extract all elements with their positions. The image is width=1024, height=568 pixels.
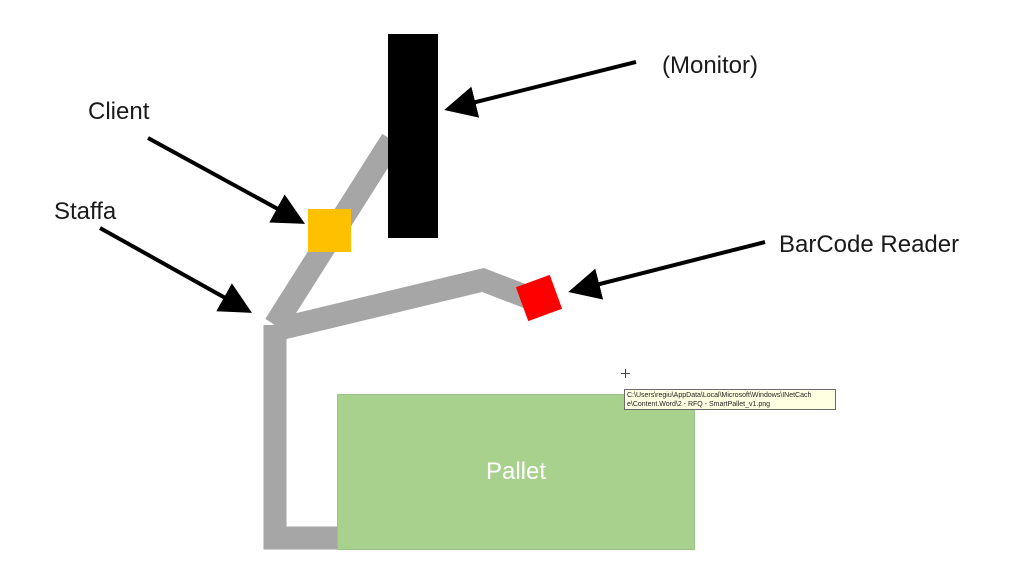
- pallet-box: Pallet: [337, 394, 695, 550]
- barcode-reader-arrow: [568, 240, 766, 300]
- monitor-arrow: [444, 60, 637, 118]
- client-box: [308, 209, 351, 252]
- pallet-label: Pallet: [485, 458, 547, 485]
- file-path-tooltip: C:\Users\regiu\AppData\Local\Microsoft\W…: [624, 389, 836, 410]
- client-label: Client: [88, 98, 150, 125]
- staffa-vertical-base: [263, 325, 337, 550]
- barcode-reader-box: [515, 274, 563, 322]
- client-arrow: [147, 136, 306, 224]
- staffa-reader-arm: [272, 267, 540, 342]
- crosshair-move-cursor-icon: [621, 369, 630, 378]
- monitor-shape: [388, 34, 438, 238]
- monitor-label: (Monitor): [662, 52, 759, 79]
- tooltip-line-1: C:\Users\regiu\AppData\Local\Microsoft\W…: [627, 392, 812, 399]
- staffa-arrow: [99, 226, 252, 313]
- barcode-reader-label: BarCode Reader: [779, 231, 960, 258]
- tooltip-line-2: e\Content.Word\2 - RFQ - SmartPallet_v1.…: [627, 401, 771, 408]
- staffa-label: Staffa: [54, 198, 117, 225]
